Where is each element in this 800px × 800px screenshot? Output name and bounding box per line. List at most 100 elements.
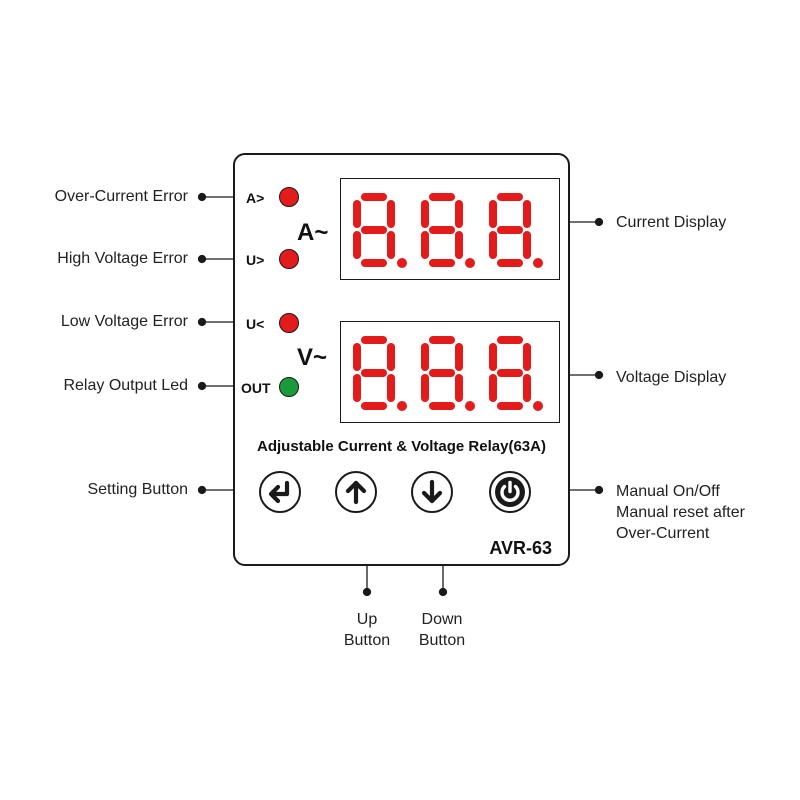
callout-manual-line-1: Manual On/Off — [616, 483, 720, 500]
callout-down-line-2: Button — [418, 632, 466, 649]
segment-g — [497, 369, 523, 377]
segment-d — [497, 402, 523, 410]
segment-e — [353, 374, 361, 402]
segment-d — [361, 402, 387, 410]
led-relay-out — [279, 377, 299, 397]
segment-c — [523, 231, 531, 259]
segment-d — [361, 259, 387, 267]
segment-b — [455, 200, 463, 228]
segment-f — [489, 343, 497, 371]
segment-f — [421, 343, 429, 371]
segment-a — [361, 193, 387, 201]
segment-g — [497, 226, 523, 234]
leader-dot-manual — [594, 485, 604, 495]
led-high-voltage — [279, 249, 299, 269]
callout-manual-on-off: Manual On/Off Manual reset after Over-Cu… — [616, 481, 796, 544]
segment-g — [429, 369, 455, 377]
down-button[interactable] — [411, 471, 453, 513]
setting-button[interactable] — [259, 471, 301, 513]
callout-down-line-1: Down — [421, 611, 463, 628]
segment-b — [455, 343, 463, 371]
segment-g — [429, 226, 455, 234]
decimal-point — [465, 401, 475, 411]
indicator-label-high-voltage: U> — [246, 252, 265, 268]
panel-title: Adjustable Current & Voltage Relay(63A) — [257, 438, 546, 455]
decimal-point — [397, 258, 407, 268]
callout-up-line-1: Up — [356, 611, 378, 628]
callout-over-current-error: Over-Current Error — [54, 188, 188, 205]
decimal-point — [533, 401, 543, 411]
callout-manual-line-2: Manual reset after — [616, 504, 745, 521]
led-low-voltage — [279, 313, 299, 333]
segment-g — [361, 226, 387, 234]
callout-down-button: Down Button — [397, 609, 487, 651]
segment-b — [387, 200, 395, 228]
arrow-down-icon — [421, 479, 443, 504]
leader-dot-setting — [197, 485, 207, 495]
leader-dot-up — [362, 587, 372, 597]
segment-f — [353, 343, 361, 371]
arrow-up-icon — [345, 480, 367, 505]
segment-c — [455, 374, 463, 402]
callout-low-voltage-error: Low Voltage Error — [60, 313, 188, 330]
segment-b — [523, 343, 531, 371]
callout-current-display: Current Display — [616, 214, 727, 231]
digit — [421, 193, 475, 268]
segment-a — [497, 336, 523, 344]
up-button[interactable] — [335, 471, 377, 513]
model-number: AVR-63 — [489, 538, 552, 558]
leader-dot-current-display — [594, 217, 604, 227]
segment-e — [489, 374, 497, 402]
decimal-point — [465, 258, 475, 268]
segment-g — [361, 369, 387, 377]
callout-manual-line-3: Over-Current — [616, 525, 710, 542]
segment-d — [497, 259, 523, 267]
voltage-display — [340, 321, 560, 423]
segment-f — [489, 200, 497, 228]
leader-dot-voltage-display — [594, 370, 604, 380]
decimal-point — [397, 401, 407, 411]
digit — [353, 193, 407, 268]
indicator-label-over-current: A> — [246, 190, 265, 206]
segment-a — [497, 193, 523, 201]
segment-f — [421, 200, 429, 228]
callout-up-button: Up Button — [322, 609, 412, 651]
power-button[interactable] — [489, 471, 531, 513]
segment-a — [429, 193, 455, 201]
enter-arrow-icon — [268, 480, 290, 504]
callout-up-line-2: Button — [343, 632, 391, 649]
indicator-label-low-voltage: U< — [246, 316, 265, 332]
leader-dot-relay-led — [197, 381, 207, 391]
decimal-point — [533, 258, 543, 268]
segment-b — [523, 200, 531, 228]
digit — [489, 336, 543, 411]
power-icon — [495, 477, 525, 507]
segment-d — [429, 402, 455, 410]
segment-e — [421, 374, 429, 402]
segment-a — [429, 336, 455, 344]
current-display — [340, 178, 560, 280]
segment-e — [353, 231, 361, 259]
segment-c — [387, 374, 395, 402]
segment-c — [455, 231, 463, 259]
leader-dot-over-current — [197, 192, 207, 202]
seven-segment-digits — [353, 193, 543, 268]
segment-c — [523, 374, 531, 402]
segment-e — [489, 231, 497, 259]
seven-segment-digits — [353, 336, 543, 411]
callout-relay-output-led: Relay Output Led — [63, 377, 188, 394]
segment-e — [421, 231, 429, 259]
callout-setting-button: Setting Button — [87, 481, 188, 498]
current-unit-label: A~ — [297, 219, 329, 246]
digit — [353, 336, 407, 411]
segment-f — [353, 200, 361, 228]
led-over-current — [279, 187, 299, 207]
voltage-unit-label: V~ — [297, 344, 328, 371]
indicator-label-relay-out: OUT — [241, 380, 271, 396]
digit — [489, 193, 543, 268]
leader-dot-high-voltage — [197, 254, 207, 264]
digit — [421, 336, 475, 411]
segment-b — [387, 343, 395, 371]
callout-high-voltage-error: High Voltage Error — [57, 250, 188, 267]
